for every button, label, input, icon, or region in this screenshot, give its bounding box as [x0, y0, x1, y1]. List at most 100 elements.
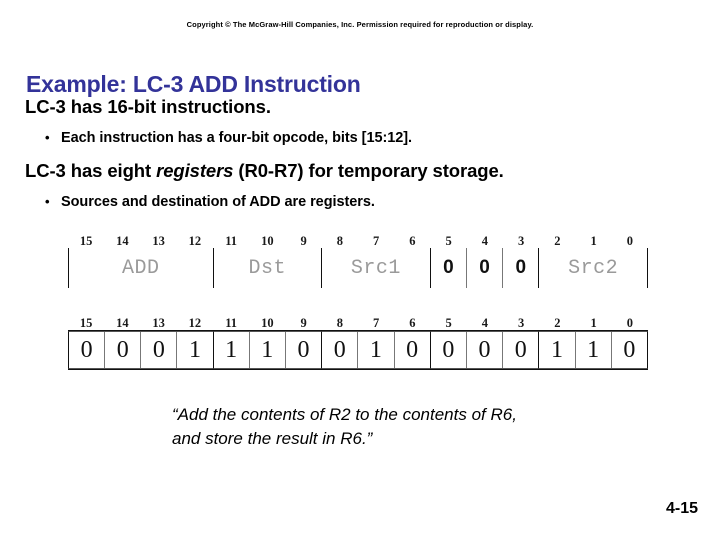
bullet-opcode: • Each instruction has a four-bit opcode,… — [45, 130, 412, 146]
bit-number-10: 10 — [261, 316, 274, 330]
bit-number-15: 15 — [79, 234, 93, 248]
bit-cell: 0 — [69, 332, 104, 368]
bit-cell: 1 — [176, 332, 212, 368]
bit-number-13: 13 — [152, 316, 165, 330]
bit-value: 0 — [442, 337, 455, 363]
bit-cell: 0 — [431, 248, 466, 288]
bit-cell: 0 — [610, 332, 647, 368]
bit-number-0: 0 — [626, 316, 633, 330]
bit-cell: 1 — [539, 332, 574, 368]
page-number: 4-15 — [665, 500, 698, 517]
bit-value: 1 — [587, 337, 600, 363]
bit-value: 0 — [80, 337, 93, 363]
copyright-notice: Copyright © The McGraw-Hill Companies, I… — [186, 20, 534, 29]
bit-cell: 0 — [140, 332, 176, 368]
field-name-src2: Src2 — [568, 256, 619, 280]
field-name-add: ADD — [121, 256, 160, 280]
bit-number-1: 1 — [590, 316, 597, 330]
bullet-sources: •Sources and destination of ADD are regi… — [45, 194, 375, 210]
bit-number-13: 13 — [152, 234, 165, 248]
bit-number-8: 8 — [336, 234, 343, 248]
bit-number-14: 14 — [116, 234, 129, 248]
bit-group-3: 0 0 0 — [429, 248, 539, 288]
bit-number-5: 5 — [445, 234, 452, 248]
bit-cell: 0 — [502, 248, 538, 288]
bit-number-11: 11 — [225, 234, 238, 248]
bit-value: 1 — [225, 337, 238, 363]
bit-cell: 0 — [322, 332, 357, 368]
bit-value: 0 — [116, 337, 129, 363]
bit-number-6: 6 — [409, 316, 416, 330]
bit-value: 0 — [623, 337, 636, 363]
field-name-src1: Src1 — [350, 256, 401, 280]
bullet-instructions: LC-3 has 16-bit instructions. — [25, 96, 271, 117]
bit-group-2: Src1 — [321, 248, 430, 288]
bit-value: 1 — [550, 337, 563, 363]
bit-number-12: 12 — [188, 316, 202, 330]
bit-number-4: 4 — [481, 234, 488, 248]
bit-value: 0 — [478, 337, 491, 363]
bit-cell: 1 — [214, 332, 249, 368]
bit-number-4: 4 — [481, 316, 488, 330]
bit-number-6: 6 — [409, 234, 416, 248]
bullet-registers: LC-3 has eight registers (R0-R7) for tem… — [25, 160, 504, 182]
bit-field-row: ADD Dst Src1 0 0 0 Src2 — [68, 248, 648, 288]
bit-number-5: 5 — [445, 316, 452, 330]
bit-cell: 1 — [574, 332, 611, 368]
page-title: Example: LC-3 ADD Instruction — [26, 71, 361, 98]
bit-cell: 0 — [502, 332, 538, 368]
bullet-dot-icon: • — [45, 194, 50, 209]
bit-number-7: 7 — [373, 234, 380, 248]
bit-number-14: 14 — [116, 316, 129, 330]
bit-value: 0 — [514, 337, 527, 363]
bit-cell: 0 — [284, 332, 321, 368]
instruction-description-quote: “Add the contents of R2 to the contents … — [172, 403, 517, 451]
bullet-opcode-text: Each instruction has a four-bit opcode, … — [61, 130, 413, 146]
bit-number-15: 15 — [79, 316, 93, 330]
bullet-dot-icon: • — [45, 130, 50, 145]
bullet-registers-emphasis: registers — [156, 160, 234, 181]
bit-value: 0 — [515, 257, 527, 278]
bit-value: 1 — [369, 337, 382, 363]
bit-number-2: 2 — [554, 234, 561, 248]
bit-number-1: 1 — [590, 234, 597, 248]
bit-number-7: 7 — [373, 316, 380, 330]
bit-group-0: ADD — [68, 248, 213, 288]
bit-number-9: 9 — [300, 234, 307, 248]
bit-number-3: 3 — [518, 234, 525, 248]
field-label-cell: Dst — [214, 248, 322, 288]
bullet-registers-pre: LC-3 has eight — [25, 160, 157, 181]
bit-cell: 1 — [248, 332, 285, 368]
bit-cell: 0 — [393, 332, 430, 368]
bit-value: 1 — [261, 337, 274, 363]
bit-value: 0 — [152, 337, 165, 363]
bit-value: 0 — [443, 257, 454, 278]
bit-cell: 0 — [431, 332, 466, 368]
quote-line-1: “Add the contents of R2 to the contents … — [172, 405, 517, 424]
field-name-dst: Dst — [248, 256, 287, 280]
bit-number-8: 8 — [336, 316, 343, 330]
bit-group-1: Dst — [212, 248, 322, 288]
bit-number-12: 12 — [188, 234, 202, 248]
bit-number-0: 0 — [626, 234, 633, 248]
quote-line-2: and store the result in R6.” — [172, 429, 373, 448]
bit-value: 0 — [406, 337, 419, 363]
bit-cell: 0 — [104, 332, 140, 368]
bit-number-2: 2 — [554, 316, 561, 330]
bullet-registers-post: (R0-R7) for temporary storage. — [233, 160, 504, 181]
bit-group-4: Src2 — [538, 248, 648, 288]
field-label-cell: Src1 — [322, 248, 430, 288]
bit-value: 0 — [297, 337, 310, 363]
bit-value: 1 — [188, 337, 201, 363]
bit-number-11: 11 — [225, 316, 238, 330]
bit-value: 0 — [479, 257, 490, 278]
